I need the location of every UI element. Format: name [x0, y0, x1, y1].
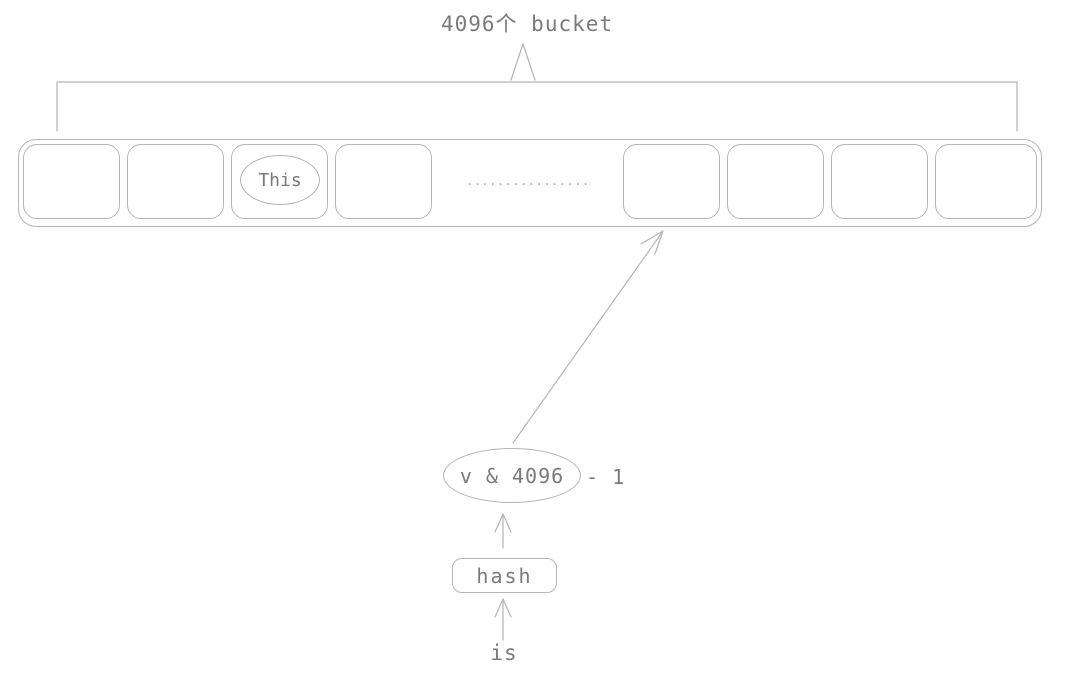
hash-function-node: hash — [452, 558, 557, 593]
bracket-line — [56, 81, 1018, 132]
input-to-hash-arrowhead-icon — [494, 598, 512, 618]
caret-peak-icon — [510, 43, 536, 81]
bucket-1 — [23, 144, 120, 219]
hash-function-label: hash — [476, 563, 533, 588]
bucket-pointer-arrowhead-icon — [640, 230, 664, 255]
bucket-pointer-arrow — [512, 230, 664, 444]
bucket-6 — [727, 144, 824, 219]
bucket-5 — [623, 144, 720, 219]
expression-suffix-label: - 1 — [586, 465, 626, 489]
bucket-count-label: 4096个 bucket — [440, 12, 614, 36]
input-word-label: is — [490, 641, 518, 665]
bucket-7 — [831, 144, 928, 219]
this-node-label: This — [258, 169, 302, 191]
hash-expression-node: v & 4096 — [443, 448, 581, 503]
this-node: This — [240, 155, 320, 205]
bucket-8 — [935, 144, 1037, 219]
bucket-2 — [127, 144, 224, 219]
bucket-4 — [335, 144, 432, 219]
hash-to-expression-arrowhead-icon — [494, 513, 512, 533]
ellipsis-dots: ................ — [466, 174, 590, 188]
hash-expression-label: v & 4096 — [459, 463, 565, 488]
